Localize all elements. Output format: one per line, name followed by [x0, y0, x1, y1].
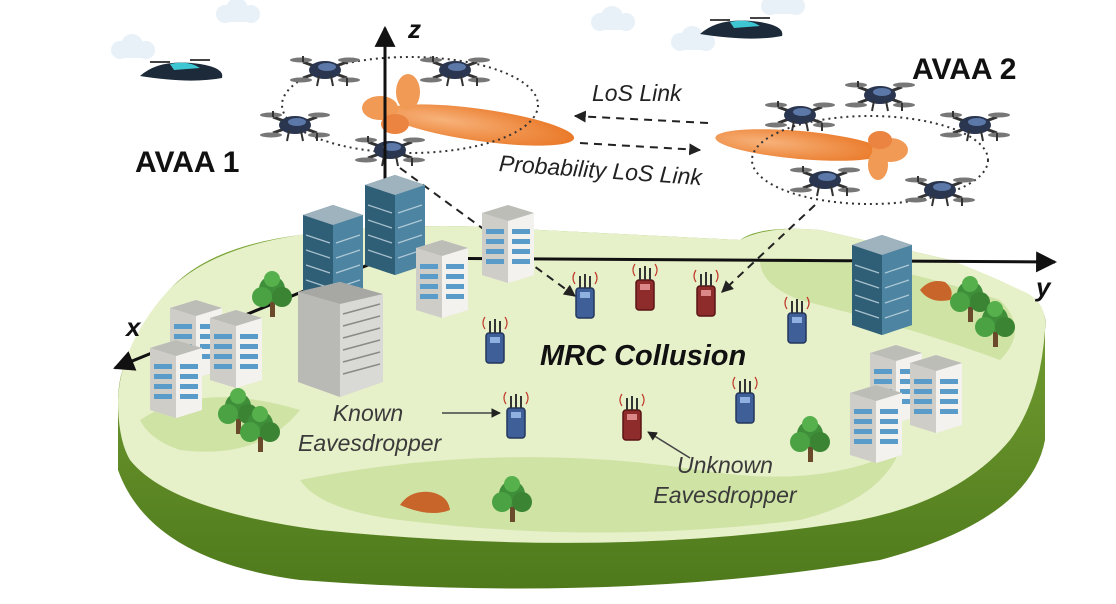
known-eaves-line1: Known	[332, 400, 404, 426]
x-axis-label: x	[126, 312, 141, 342]
beam-pattern	[362, 74, 908, 180]
cloud-icon	[111, 0, 805, 59]
unknown-eaves-line1: Unknown	[677, 452, 773, 478]
y-axis-label: y	[1036, 272, 1051, 302]
los-link-label: LoS Link	[592, 80, 682, 106]
avaa1-label: AVAA 1	[135, 146, 240, 179]
rock-icon	[400, 281, 952, 514]
avaa2-label: AVAA 2	[912, 53, 1017, 86]
plos-link-arrow	[579, 142, 702, 156]
z-axis-label: z	[408, 14, 421, 44]
known-eavesdropper-label: Known Eavesdropper	[298, 398, 442, 458]
avaa2-ground-link	[721, 204, 816, 293]
avaa1-formation	[281, 56, 539, 154]
unknown-eavesdropper-label: Unknown Eavesdropper	[640, 450, 810, 510]
building-icon	[150, 174, 962, 463]
mrc-collusion-label: MRC Collusion	[540, 340, 747, 372]
unknown-eaves-pointer	[647, 431, 691, 459]
unknown-eaves-line2: Eavesdropper	[653, 482, 797, 508]
los-link-arrow	[573, 110, 709, 124]
avaa2-formation	[751, 115, 989, 205]
known-eaves-line2: Eavesdropper	[298, 430, 442, 456]
